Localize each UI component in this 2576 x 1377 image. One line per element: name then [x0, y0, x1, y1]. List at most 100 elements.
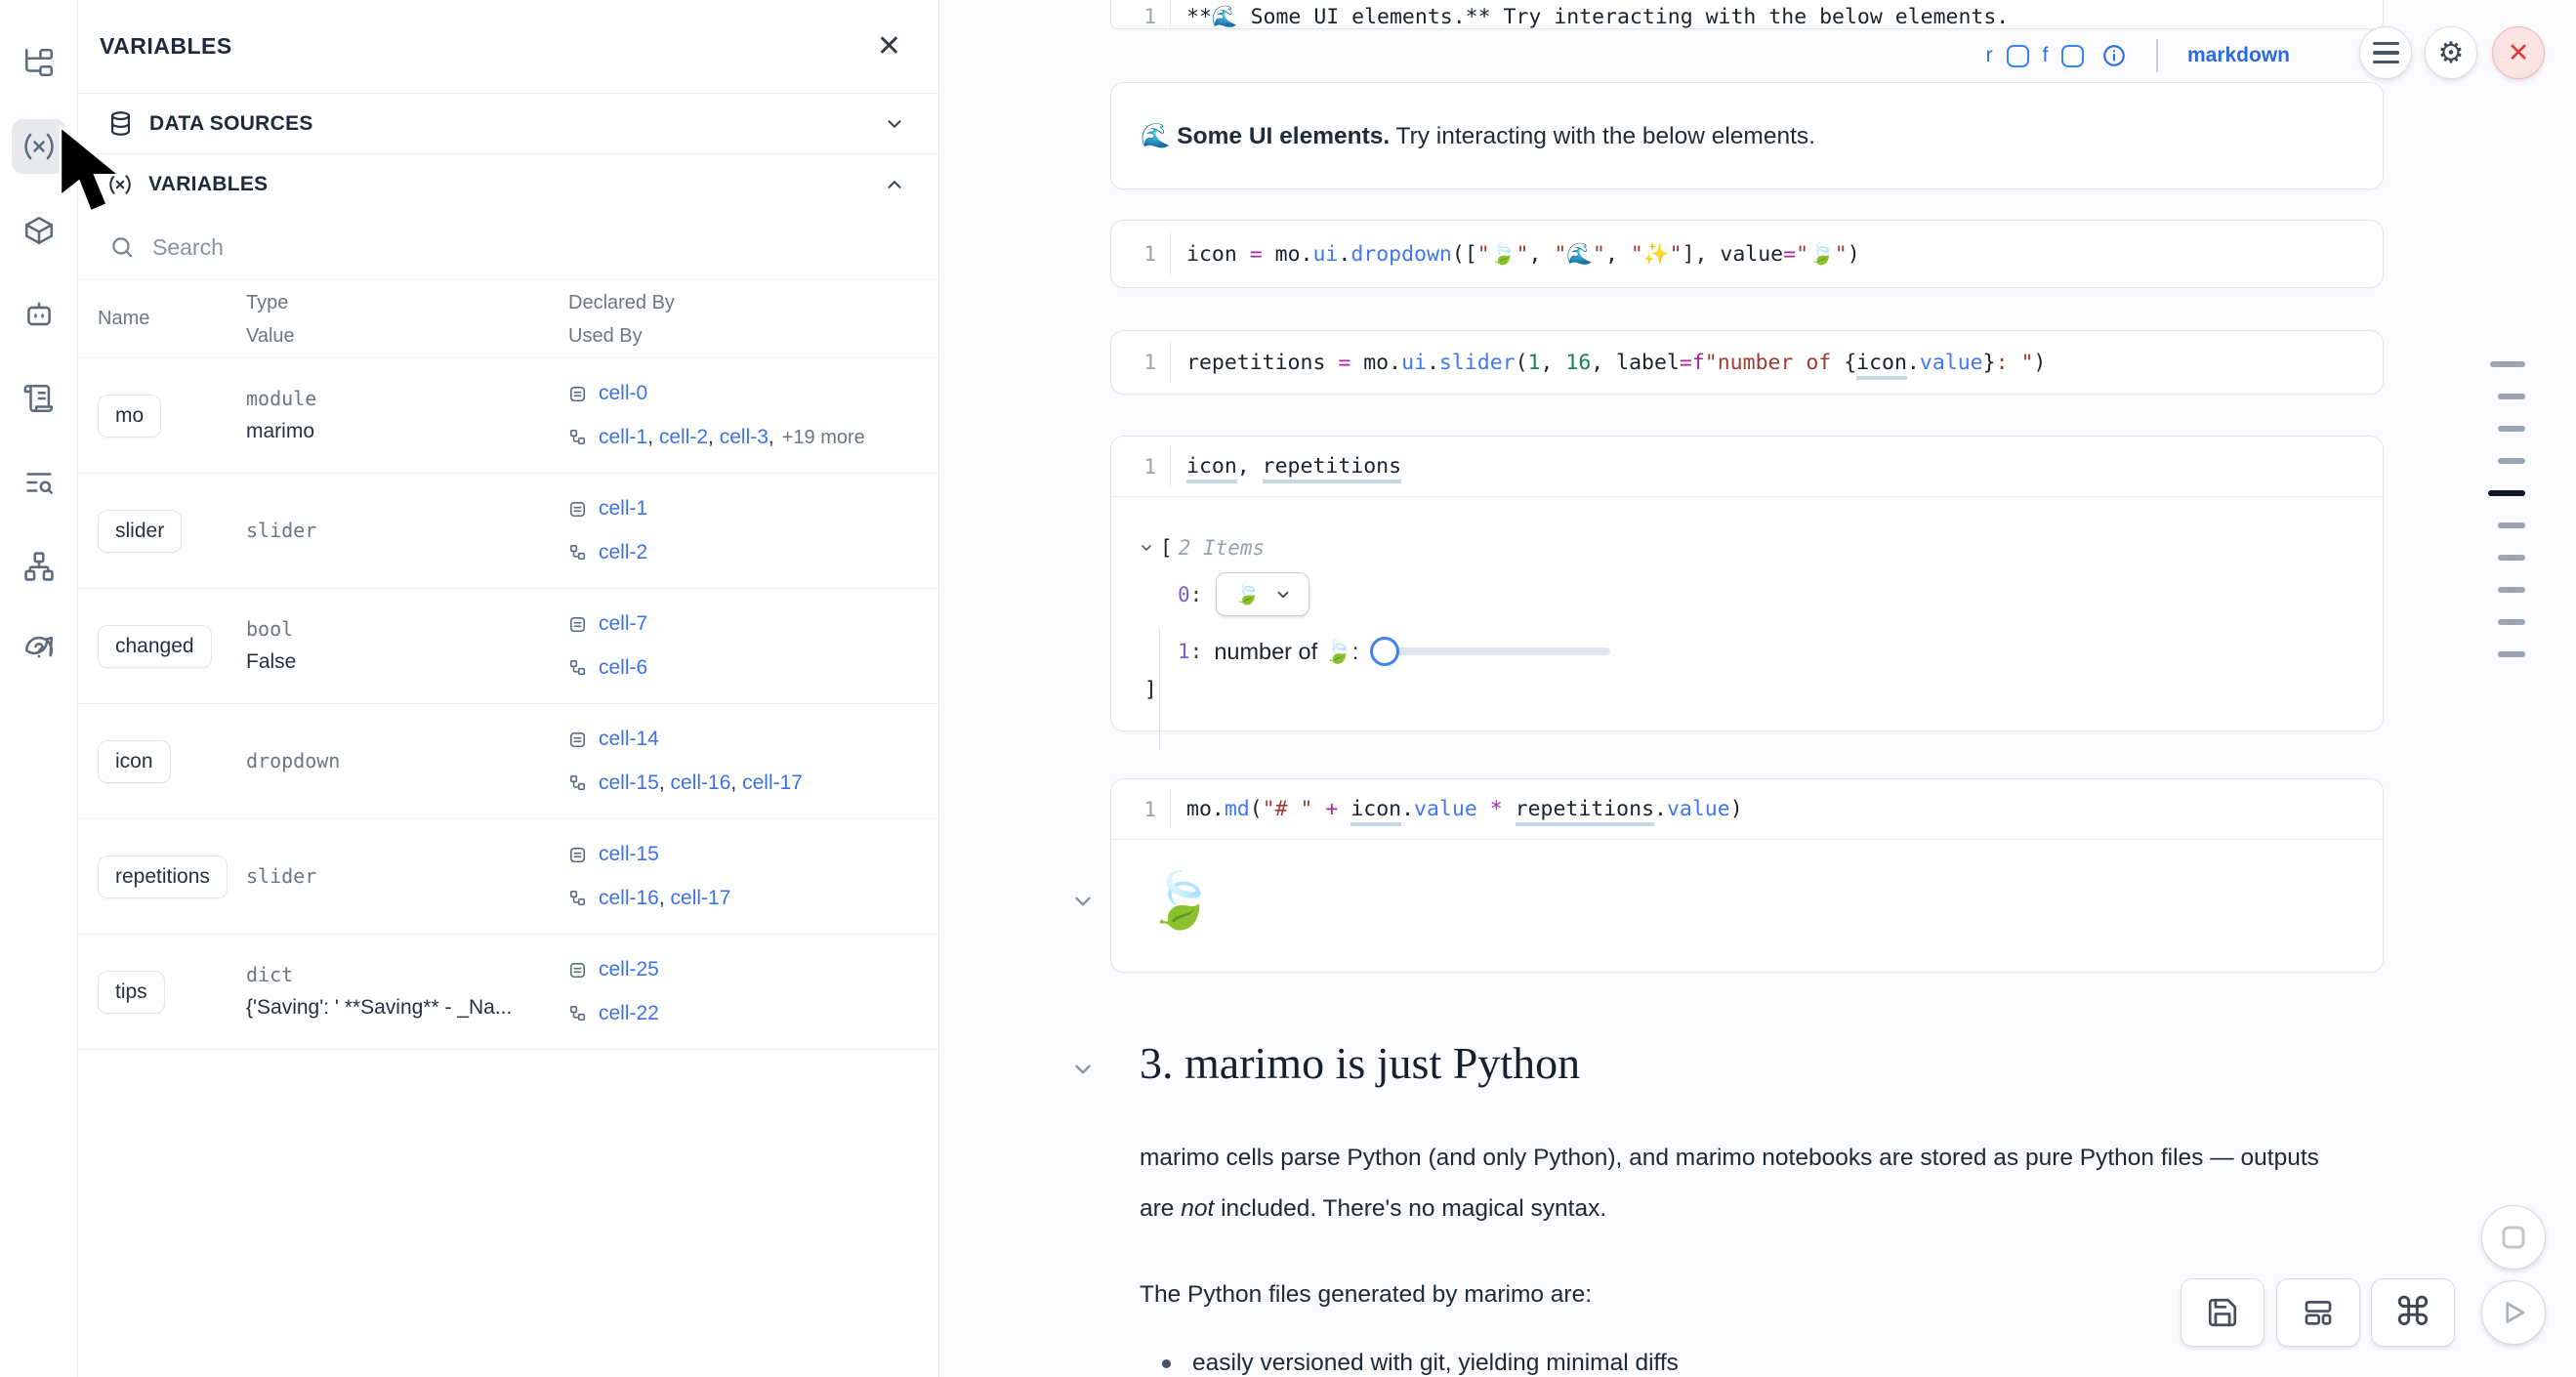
code-line[interactable]: mo.md("# " + icon.value * repetitions.va…	[1171, 797, 1743, 826]
info-icon[interactable]	[2101, 43, 2127, 68]
declared-by-links: cell-0	[599, 372, 647, 415]
column-header-type: Type	[246, 291, 289, 313]
variable-name-badge[interactable]: icon	[98, 739, 171, 783]
section-heading: 3. marimo is just Python	[1140, 1038, 1581, 1088]
code-cell-dropdown[interactable]: 1 icon = mo.ui.dropdown(["🍃", "🌊", "✨"],…	[1110, 220, 2384, 288]
menu-button[interactable]	[2359, 26, 2412, 79]
layout-button[interactable]	[2276, 1278, 2360, 1347]
close-icon[interactable]: ✕	[876, 29, 901, 63]
database-icon	[110, 111, 131, 136]
settings-button[interactable]: ⚙	[2425, 26, 2477, 79]
minimap-mark[interactable]	[2498, 619, 2525, 625]
cell-toolbar: r f markdown	[1110, 35, 2384, 76]
save-icon	[2208, 1298, 2237, 1327]
variable-type: module	[246, 387, 317, 411]
scratchpad-icon[interactable]	[12, 371, 66, 426]
reactive-checkbox[interactable]	[2006, 44, 2029, 67]
used-by-icon	[569, 775, 586, 791]
tree-collapse-icon[interactable]	[1139, 540, 1154, 556]
data-sources-section-header[interactable]: DATA SOURCES	[78, 94, 938, 154]
dropdown-widget[interactable]: 🍃	[1216, 572, 1310, 616]
variable-value: marimo	[246, 420, 315, 443]
cell-link[interactable]: cell-2	[658, 425, 709, 448]
used-by-links: cell-6	[599, 647, 647, 689]
ai-assistant-icon[interactable]	[12, 287, 66, 342]
code-cell-md-output[interactable]: 1 mo.md("# " + icon.value * repetitions.…	[1110, 778, 2384, 973]
slider-widget[interactable]	[1370, 637, 1611, 666]
variable-type: dict	[246, 963, 294, 987]
italic-word: not	[1181, 1194, 1215, 1222]
slider-handle[interactable]	[1370, 637, 1400, 666]
minimap-mark-active[interactable]	[2488, 490, 2525, 496]
cell-link[interactable]: cell-3	[719, 425, 769, 448]
code-line[interactable]: icon, repetitions	[1171, 454, 1402, 483]
minimap-mark[interactable]	[2498, 394, 2525, 399]
run-button[interactable]	[2481, 1280, 2546, 1345]
shutdown-button[interactable]: ✕	[2492, 26, 2545, 79]
cell-link[interactable]: cell-15	[599, 771, 659, 794]
minimap-mark[interactable]	[2490, 361, 2525, 367]
used-by-links: cell-15, cell-16, cell-17	[599, 771, 803, 794]
search-input[interactable]	[152, 233, 909, 261]
output-collapse-chevron[interactable]	[1070, 889, 1096, 914]
markdown-editor-cell[interactable]: 1 **🌊 Some UI elements.** Try interactin…	[1110, 0, 2384, 29]
markdown-source-line[interactable]: **🌊 Some UI elements.** Try interacting …	[1186, 4, 2010, 29]
save-button[interactable]	[2181, 1278, 2264, 1347]
minimap-mark[interactable]	[2498, 458, 2525, 464]
variable-name-badge[interactable]: mo	[98, 394, 162, 438]
minimap-mark[interactable]	[2498, 522, 2525, 528]
variables-panel-icon[interactable]	[11, 119, 66, 174]
section-collapse-chevron[interactable]	[1070, 1057, 1096, 1082]
variable-name-badge[interactable]: slider	[98, 509, 183, 553]
cell-link[interactable]: cell-2	[599, 540, 648, 563]
cell-link[interactable]: cell-22	[599, 1001, 659, 1024]
variable-name-badge[interactable]: repetitions	[98, 855, 228, 898]
minimap-mark[interactable]	[2498, 555, 2525, 561]
declared-by-links: cell-7	[599, 603, 647, 646]
code-line[interactable]: repetitions = mo.ui.slider(1, 16, label=…	[1171, 350, 2046, 380]
cell-link[interactable]: cell-17	[742, 771, 803, 794]
help-icon[interactable]	[12, 623, 66, 678]
cell-link[interactable]: cell-15	[599, 843, 659, 866]
cell-link[interactable]: cell-1	[599, 425, 648, 448]
tree-index-0: 0	[1178, 582, 1190, 606]
language-mode-label[interactable]: markdown	[2186, 44, 2290, 66]
variables-section-icon	[109, 175, 131, 194]
variable-name-badge[interactable]: changed	[98, 624, 212, 668]
variable-type: slider	[246, 519, 317, 542]
minimap-mark[interactable]	[2498, 587, 2525, 593]
cell-link[interactable]: cell-25	[599, 958, 659, 981]
cell-link[interactable]: cell-7	[599, 612, 648, 636]
cell-link[interactable]: cell-16	[670, 771, 731, 794]
more-cells-label[interactable]: +19 more	[781, 426, 865, 448]
format-checkbox[interactable]	[2061, 44, 2085, 67]
variable-name-badge[interactable]: tips	[98, 970, 165, 1014]
logs-search-icon[interactable]	[12, 455, 66, 510]
tree-indent-guide	[1159, 628, 1160, 749]
code-cell-tuple[interactable]: 1 icon, repetitions [ 2 Items 0: 🍃 1: nu…	[1110, 436, 2384, 749]
slider-track[interactable]	[1370, 647, 1611, 655]
tree-open-bracket: [	[1160, 536, 1173, 560]
minimap-mark[interactable]	[2498, 426, 2525, 432]
cell-link[interactable]: cell-16	[599, 886, 659, 909]
minimap-mark[interactable]	[2498, 651, 2525, 657]
cell-link[interactable]: cell-6	[599, 655, 648, 679]
declared-by-icon	[569, 847, 586, 862]
used-by-icon	[569, 891, 586, 906]
cell-link[interactable]: cell-14	[599, 728, 659, 751]
cell-link[interactable]: cell-0	[599, 382, 648, 405]
cell-link[interactable]: cell-1	[599, 497, 648, 521]
used-by-icon	[569, 660, 586, 676]
paragraph: The Python files generated by marimo are…	[1140, 1281, 1593, 1308]
dependency-graph-icon[interactable]	[12, 539, 66, 594]
command-palette-button[interactable]: ⌘	[2371, 1278, 2455, 1347]
variables-section-header[interactable]: VARIABLES	[78, 154, 938, 215]
code-line[interactable]: icon = mo.ui.dropdown(["🍃", "🌊", "✨"], v…	[1186, 241, 1860, 267]
interrupt-button[interactable]	[2481, 1205, 2546, 1270]
file-tree-icon[interactable]	[12, 35, 66, 90]
tree-items-count: 2 Items	[1178, 536, 1266, 560]
code-cell-slider[interactable]: 1 repetitions = mo.ui.slider(1, 16, labe…	[1110, 330, 2384, 395]
chevron-down-icon	[888, 119, 901, 128]
cell-link[interactable]: cell-17	[670, 886, 731, 909]
packages-icon[interactable]	[12, 203, 66, 258]
